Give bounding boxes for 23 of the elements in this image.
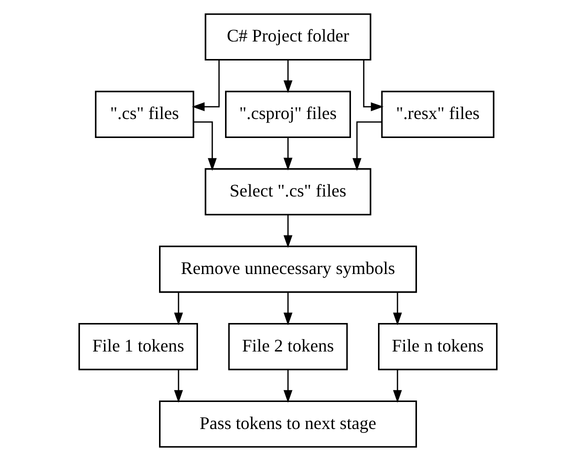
arrow bbox=[362, 59, 384, 111]
node-box: C# Project folder bbox=[204, 12, 371, 60]
node-box: ".csproj" files bbox=[224, 90, 350, 138]
arrow bbox=[174, 369, 182, 402]
arrow bbox=[283, 60, 292, 93]
arrow bbox=[283, 369, 292, 402]
arrow bbox=[193, 120, 216, 170]
node-box: Select ".cs" files bbox=[204, 168, 371, 215]
arrow bbox=[283, 137, 292, 170]
node-box: Remove unnecessary symbols bbox=[158, 245, 416, 292]
arrow bbox=[283, 292, 292, 325]
arrow bbox=[283, 214, 292, 248]
node-box: File n tokens bbox=[378, 322, 498, 370]
node-box: Pass tokens to next stage bbox=[158, 400, 416, 448]
arrow bbox=[174, 292, 182, 325]
arrow bbox=[191, 59, 220, 111]
arrow bbox=[392, 292, 402, 325]
node-box: ".cs" files bbox=[94, 90, 194, 138]
node-box: ".resx" files bbox=[380, 90, 494, 138]
node-box: File 2 tokens bbox=[228, 322, 348, 370]
arrow bbox=[352, 120, 382, 170]
node-box: File 1 tokens bbox=[78, 322, 198, 370]
arrow bbox=[392, 369, 402, 402]
